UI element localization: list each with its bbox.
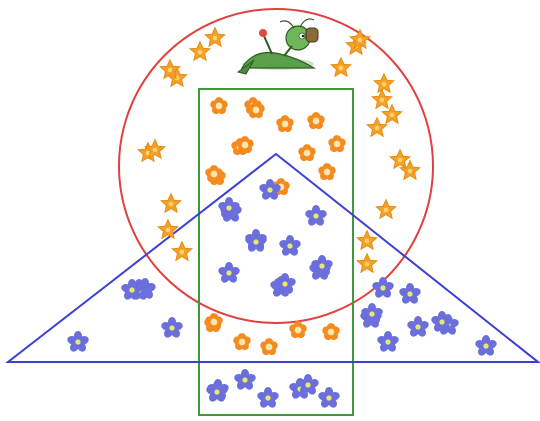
blue-flower: [160, 317, 184, 339]
blue-flower: [371, 277, 395, 299]
orange-star-flower: [374, 74, 394, 93]
orange-round-flower: [298, 144, 315, 161]
orange-star-flower: [367, 118, 387, 137]
orange-round-flower: [205, 313, 222, 330]
blue-flower: [244, 231, 268, 253]
orange-star-flower: [357, 254, 377, 273]
orange-round-flower: [260, 338, 277, 355]
orange-star-flower: [161, 194, 181, 213]
blue-flower: [304, 205, 328, 227]
orange-star-flower: [205, 28, 225, 47]
orange-round-flower: [205, 165, 222, 182]
blue-flower: [474, 335, 498, 357]
orange-star-flower: [372, 90, 392, 109]
blue-flower: [398, 283, 422, 305]
orange-star-flower: [357, 231, 377, 250]
orange-star-flower: [382, 105, 402, 124]
orange-star-flower: [331, 58, 351, 77]
orange-star-flower: [172, 242, 192, 261]
blue-flower: [376, 331, 400, 353]
orange-star-flower: [190, 42, 210, 61]
orange-round-flower: [307, 112, 324, 129]
grasshopper-icon: [238, 19, 318, 74]
orange-round-flower: [210, 97, 227, 114]
rectangle-outline: [199, 89, 353, 415]
orange-round-flower: [289, 321, 306, 338]
blue-flower: [278, 235, 302, 257]
orange-round-flower: [276, 115, 293, 132]
blue-flower: [317, 387, 341, 409]
blue-flower: [256, 387, 280, 409]
blue-flower: [66, 331, 90, 353]
orange-star-flower: [158, 220, 178, 239]
orange-star-flower: [376, 200, 396, 219]
blue-flower: [406, 316, 430, 338]
blue-flower: [217, 262, 241, 284]
orange-round-flower: [328, 135, 345, 152]
blue-flower: [233, 369, 257, 391]
flowers-layer: [66, 28, 498, 410]
orange-star-flower: [390, 150, 410, 169]
orange-round-flower: [318, 163, 335, 180]
orange-round-flower: [322, 323, 339, 340]
orange-round-flower: [233, 333, 250, 350]
